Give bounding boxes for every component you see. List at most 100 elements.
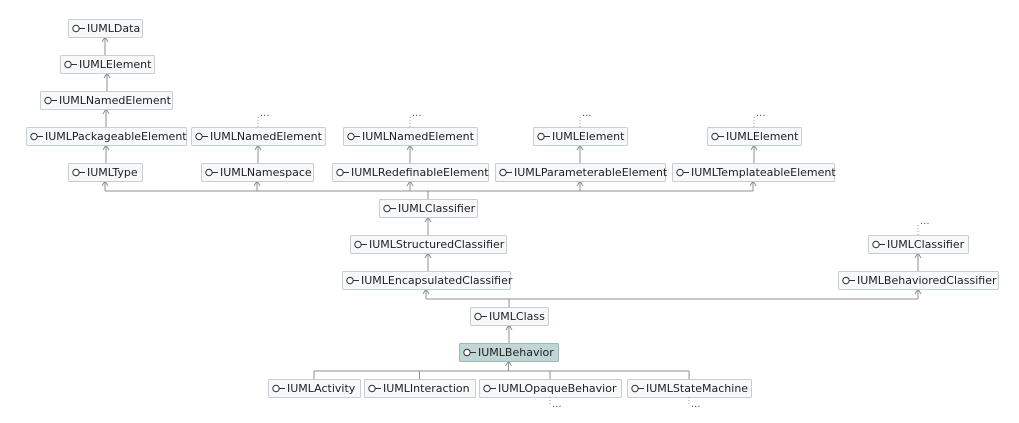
node-label: IUMLNamedElement	[210, 130, 323, 143]
node-uml-state-machine[interactable]: IUMLStateMachine	[627, 379, 752, 398]
node-box	[342, 271, 511, 290]
node-box	[26, 127, 187, 146]
node-label: IUMLElement	[726, 130, 799, 143]
node-box	[201, 163, 314, 182]
interface-lollipop-icon	[631, 384, 644, 393]
interface-lollipop-icon	[205, 168, 218, 177]
node-label: IUMLNamedElement	[59, 94, 172, 107]
node-label: IUMLRedefinableElement	[351, 166, 489, 179]
interface-lollipop-icon	[195, 132, 208, 141]
interface-lollipop-icon	[72, 168, 85, 177]
interface-lollipop-icon	[346, 276, 359, 285]
interface-lollipop-icon	[537, 132, 550, 141]
node-uml-activity[interactable]: IUMLActivity	[268, 379, 361, 398]
node-label: IUMLEncapsulatedClassifier	[361, 274, 513, 287]
node-named-element-c[interactable]: IUMLNamedElement	[343, 127, 478, 146]
node-uml-classifier[interactable]: IUMLClassifier	[379, 199, 478, 218]
node-box	[268, 379, 361, 398]
interface-lollipop-icon	[842, 276, 855, 285]
node-uml-behaviored-classifier[interactable]: IUMLBehavioredClassifier	[838, 271, 999, 290]
node-uml-parameterable-element[interactable]: IUMLParameterableElement	[495, 163, 668, 182]
ellipsis-classifier_f: ...	[920, 216, 930, 227]
ellipsis-children-uml_opaque_behavior: ...	[552, 399, 562, 410]
node-box	[533, 127, 628, 146]
truncated-ancestors: .....................	[257, 108, 930, 410]
node-box	[495, 163, 666, 182]
node-label: IUMLBehavioredClassifier	[857, 274, 997, 287]
node-uml-named-element[interactable]: IUMLNamedElement	[40, 91, 173, 110]
node-uml-encapsulated-classifier[interactable]: IUMLEncapsulatedClassifier	[342, 271, 513, 290]
node-classifier-f[interactable]: IUMLClassifier	[868, 235, 969, 254]
node-uml-interaction[interactable]: IUMLInteraction	[364, 379, 476, 398]
interface-lollipop-icon	[483, 384, 496, 393]
ellipsis-element_e: ...	[756, 108, 766, 119]
node-box	[459, 343, 559, 362]
node-uml-templateable-element[interactable]: IUMLTemplateableElement	[672, 163, 837, 182]
node-box	[68, 163, 143, 182]
node-label: IUMLBehavior	[478, 346, 554, 359]
node-uml-opaque-behavior[interactable]: IUMLOpaqueBehavior	[479, 379, 622, 398]
node-uml-class[interactable]: IUMLClass	[470, 307, 549, 326]
interface-lollipop-icon	[30, 132, 43, 141]
ellipsis-children-uml_state_machine: ...	[691, 399, 701, 410]
node-uml-element[interactable]: IUMLElement	[60, 55, 155, 74]
node-element-e[interactable]: IUMLElement	[707, 127, 802, 146]
node-box	[364, 379, 476, 398]
node-uml-type[interactable]: IUMLType	[68, 163, 143, 182]
node-box	[707, 127, 802, 146]
node-box	[470, 307, 549, 326]
node-named-element-b[interactable]: IUMLNamedElement	[191, 127, 326, 146]
ellipsis-element_d: ...	[582, 108, 592, 119]
node-label: IUMLPackageableElement	[45, 130, 187, 143]
node-box	[838, 271, 999, 290]
interface-lollipop-icon	[347, 132, 360, 141]
node-box	[332, 163, 489, 182]
node-element-d[interactable]: IUMLElement	[533, 127, 628, 146]
node-box	[60, 55, 155, 74]
node-label: IUMLElement	[79, 58, 152, 71]
interface-lollipop-icon	[474, 312, 487, 321]
inheritance-edges	[101, 36, 922, 379]
node-uml-data[interactable]: IUMLData	[68, 19, 143, 38]
node-box	[868, 235, 969, 254]
node-box	[343, 127, 478, 146]
node-box	[40, 91, 173, 110]
interface-lollipop-icon	[64, 60, 77, 69]
interface-lollipop-icon	[463, 348, 476, 357]
ellipsis-named_element_b: ...	[260, 108, 270, 119]
node-label: IUMLNamedElement	[362, 130, 475, 143]
node-uml-redefinable-element[interactable]: IUMLRedefinableElement	[332, 163, 490, 182]
node-box	[672, 163, 835, 182]
ellipsis-named_element_c: ...	[412, 108, 422, 119]
interface-lollipop-icon	[44, 96, 57, 105]
interface-lollipop-icon	[72, 24, 85, 33]
node-label: IUMLElement	[552, 130, 625, 143]
interface-lollipop-icon	[872, 240, 885, 249]
inheritance-nodes: IUMLDataIUMLElementIUMLNamedElementIUMLP…	[26, 19, 999, 398]
interface-lollipop-icon	[383, 204, 396, 213]
node-uml-structured-classifier[interactable]: IUMLStructuredClassifier	[350, 235, 507, 254]
node-label: IUMLClassifier	[398, 202, 476, 215]
node-label: IUMLInteraction	[383, 382, 470, 395]
node-label: IUMLStructuredClassifier	[369, 238, 505, 251]
node-box	[68, 19, 143, 38]
node-label: IUMLTemplateableElement	[691, 166, 836, 179]
node-label: IUMLClassifier	[887, 238, 965, 251]
node-label: IUMLOpaqueBehavior	[498, 382, 617, 395]
node-uml-packageable-element[interactable]: IUMLPackageableElement	[26, 127, 188, 146]
node-uml-namespace[interactable]: IUMLNamespace	[201, 163, 314, 182]
node-label: IUMLParameterableElement	[514, 166, 668, 179]
interface-lollipop-icon	[711, 132, 724, 141]
interface-lollipop-icon	[354, 240, 367, 249]
interface-lollipop-icon	[676, 168, 689, 177]
node-label: IUMLActivity	[287, 382, 356, 395]
interface-lollipop-icon	[272, 384, 285, 393]
node-box	[350, 235, 507, 254]
node-label: IUMLNamespace	[220, 166, 312, 179]
node-uml-behavior[interactable]: IUMLBehavior	[459, 343, 559, 362]
node-label: IUMLClass	[489, 310, 545, 323]
node-label: IUMLStateMachine	[646, 382, 748, 395]
node-label: IUMLData	[87, 22, 140, 35]
node-box	[191, 127, 326, 146]
